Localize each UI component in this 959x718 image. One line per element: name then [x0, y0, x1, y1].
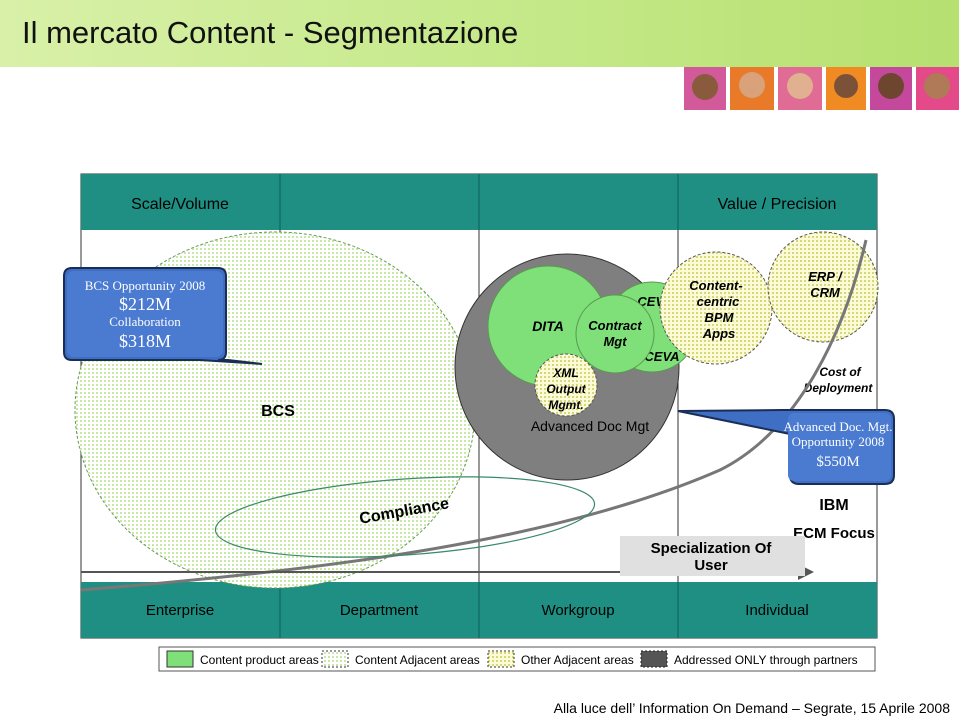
page-title: Il mercato Content - Segmentazione — [22, 15, 519, 50]
contract-mgt-area — [575, 294, 655, 374]
dita-label: DITA — [532, 318, 564, 334]
bcs-callout-line3: Collaboration — [109, 314, 181, 329]
content-centric-label-3: BPM — [705, 310, 735, 325]
legend: Content product areas Content Adjacent a… — [158, 646, 876, 672]
axis-label-department: Department — [340, 602, 419, 619]
content-centric-label-4: Apps — [702, 326, 736, 341]
bcs-label: BCS — [261, 403, 295, 420]
content-centric-label-2: centric — [697, 294, 740, 309]
footer-text: Alla luce dell’ Information On Demand – … — [553, 700, 950, 716]
ibm-label: IBM — [819, 497, 848, 514]
advanced-doc-mgt-label: Advanced Doc Mgt — [531, 418, 649, 434]
legend-swatch-content-adjacent — [321, 650, 349, 668]
bcs-callout-line2: $212M — [119, 294, 171, 314]
axis-label-workgroup: Workgroup — [541, 602, 614, 619]
xml-output-label-2: Output — [546, 382, 586, 396]
specialization-box — [620, 536, 805, 576]
cost-of-deployment-label-2: Deployment — [804, 381, 874, 395]
legend-swatch-other-adjacent — [487, 650, 515, 668]
xml-output-label-3: Mgmt. — [548, 398, 583, 412]
legend-label-content-adjacent: Content Adjacent areas — [355, 653, 480, 667]
advanced-callout-line1: Advanced Doc. Mgt. — [783, 419, 892, 434]
ceva-label-bottom: CEVA — [644, 349, 679, 364]
cost-of-deployment-label-1: Cost of — [819, 365, 861, 379]
xml-output-label-1: XML — [552, 366, 578, 380]
content-centric-label-1: Content- — [689, 278, 742, 293]
bcs-callout-line1: BCS Opportunity 2008 — [85, 278, 206, 293]
bcs-opportunity-callout: BCS Opportunity 2008 $212M Collaboration… — [63, 267, 263, 365]
advanced-doc-callout: Advanced Doc. Mgt. Opportunity 2008 $550… — [677, 409, 895, 485]
axis-label-scale-volume: Scale/Volume — [131, 196, 229, 213]
axis-label-value-precision: Value / Precision — [718, 196, 837, 213]
advanced-callout-line3: $550M — [816, 454, 859, 470]
axis-label-individual: Individual — [745, 602, 808, 619]
specialization-label-2: User — [694, 557, 728, 574]
people-photos-banner — [682, 67, 959, 110]
specialization-label-1: Specialization Of — [651, 540, 773, 557]
erp-crm-label-1: ERP / — [808, 269, 843, 284]
legend-swatch-partners — [640, 650, 668, 668]
contract-mgt-label-1: Contract — [588, 318, 642, 333]
ecm-focus-label: ECM Focus — [793, 525, 875, 542]
erp-crm-area — [767, 231, 879, 343]
legend-swatch-content-product — [166, 650, 194, 668]
legend-label-partners: Addressed ONLY through partners — [674, 653, 858, 667]
compliance-ellipse — [214, 476, 596, 558]
erp-crm-label-2: CRM — [810, 285, 841, 300]
contract-mgt-label-2: Mgt — [603, 334, 627, 349]
xml-output-area — [534, 353, 598, 417]
legend-label-content-product: Content product areas — [200, 653, 319, 667]
axis-label-enterprise: Enterprise — [146, 602, 214, 619]
title-bar: Il mercato Content - Segmentazione — [0, 0, 959, 67]
bcs-callout-line4: $318M — [119, 331, 171, 351]
legend-label-other-adjacent: Other Adjacent areas — [521, 653, 634, 667]
advanced-callout-line2: Opportunity 2008 — [792, 434, 885, 449]
